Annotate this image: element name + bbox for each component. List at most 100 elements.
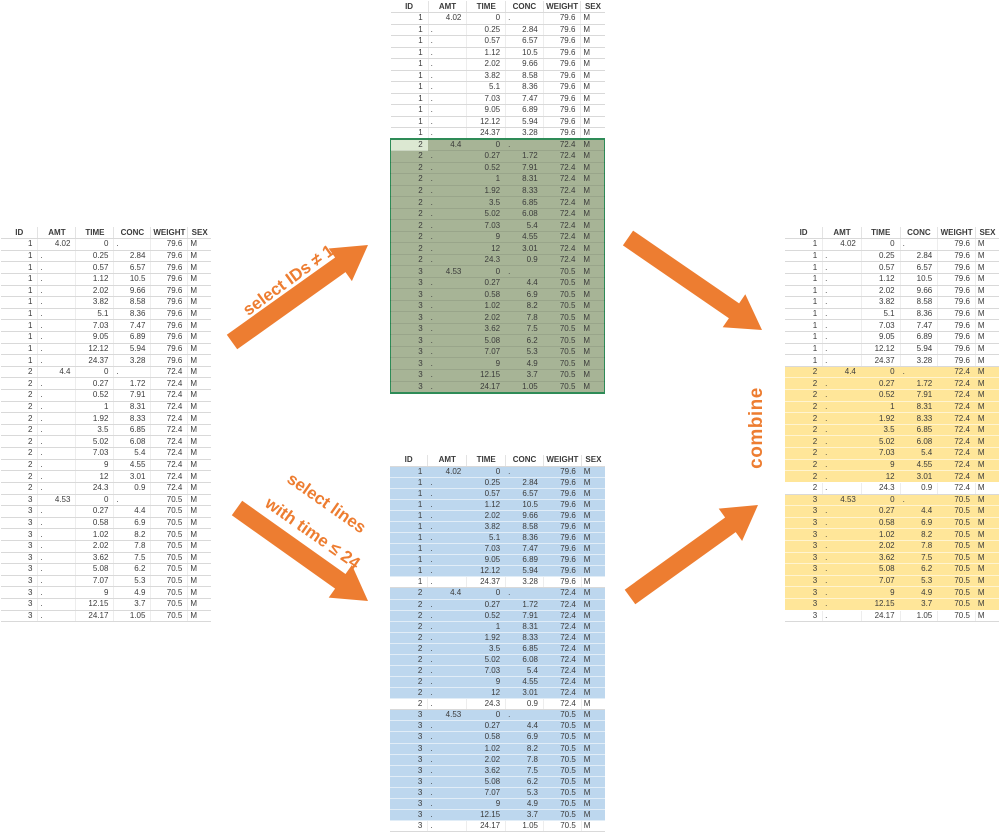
cell-sex: M: [580, 70, 605, 83]
cell-weight: 79.6: [150, 354, 189, 367]
cell-conc: 8.36: [113, 308, 152, 321]
cell-sex: M: [581, 632, 605, 644]
cell-sex: M: [187, 331, 211, 344]
cell-conc: .: [505, 12, 544, 25]
cell-sex: M: [187, 377, 211, 391]
cell-time: 0: [466, 709, 506, 722]
cell-sex: M: [580, 138, 605, 152]
cell-time: 12.15: [466, 809, 506, 822]
cell-amt: 4.02: [428, 12, 468, 25]
cell-id: 3: [390, 743, 428, 755]
cell-id: 2: [1, 377, 39, 391]
cell-weight: 79.6: [937, 273, 976, 286]
cell-time: 24.17: [75, 610, 115, 623]
cell-weight: 79.6: [150, 319, 189, 332]
cell-sex: M: [581, 521, 605, 534]
column-header-id: ID: [1, 227, 39, 240]
cell-id: 2: [1, 447, 39, 460]
cell-amt: .: [37, 412, 77, 425]
cell-weight: 79.6: [543, 477, 582, 489]
cell-amt: .: [37, 250, 77, 263]
cell-time: 7.03: [466, 93, 507, 106]
cell-sex: M: [581, 731, 605, 744]
cell-amt: 4.53: [37, 494, 77, 507]
cell-time: 0.27: [466, 277, 506, 290]
cell-time: 2.02: [466, 510, 506, 522]
cell-time: 12.12: [861, 343, 901, 356]
cell-amt: .: [428, 300, 467, 313]
cell-time: 3.62: [861, 552, 901, 565]
cell-id: 3: [785, 552, 823, 565]
cell-amt: .: [427, 776, 467, 788]
cell-conc: 3.01: [113, 470, 152, 483]
arrow-select-time-icon: [231, 500, 368, 601]
cell-time: 9: [466, 676, 506, 689]
cell-id: 2: [390, 632, 428, 644]
cell-weight: 70.5: [543, 323, 581, 336]
cell-id: 3: [1, 610, 39, 623]
cell-sex: M: [580, 173, 605, 186]
cell-amt: 4.53: [822, 494, 862, 507]
cell-id: 3: [1, 598, 39, 611]
column-header-weight: WEIGHT: [150, 227, 189, 240]
cell-sex: M: [975, 470, 999, 483]
cell-id: 3: [1, 563, 39, 576]
cell-amt: .: [822, 412, 862, 425]
cell-conc: 2.84: [505, 24, 544, 37]
cell-amt: 4.4: [822, 366, 862, 379]
cell-time: 9: [861, 459, 901, 472]
cell-id: 2: [390, 698, 429, 711]
cell-time: 0.52: [466, 610, 506, 622]
cell-sex: M: [975, 285, 999, 298]
cell-weight: 72.4: [543, 687, 582, 700]
cell-amt: .: [822, 459, 862, 472]
cell-conc: 7.47: [900, 319, 939, 332]
cell-sex: M: [580, 208, 605, 221]
cell-conc: 8.58: [505, 70, 544, 83]
cell-sex: M: [581, 743, 605, 755]
cell-sex: M: [975, 563, 999, 576]
cell-time: 2.02: [861, 285, 901, 298]
cell-conc: .: [113, 494, 152, 507]
cell-sex: M: [187, 459, 211, 472]
cell-sex: M: [975, 273, 999, 286]
cell-id: 3: [390, 381, 429, 394]
cell-id: 2: [1, 401, 39, 414]
cell-amt: .: [822, 331, 862, 344]
arrow-combine-bottom-icon: [624, 505, 758, 605]
cell-conc: 4.9: [505, 357, 544, 370]
cell-sex: M: [187, 528, 211, 541]
cell-time: 12.12: [466, 565, 506, 578]
cell-sex: M: [581, 687, 605, 700]
cell-id: 2: [390, 643, 428, 655]
cell-conc: 8.33: [505, 185, 544, 198]
cell-weight: 72.4: [937, 366, 976, 379]
cell-amt: .: [428, 127, 468, 140]
cell-id: 2: [785, 447, 823, 460]
cell-sex: M: [187, 343, 211, 356]
column-header-amt: AMT: [428, 1, 468, 13]
cell-id: 3: [390, 820, 429, 833]
cell-amt: .: [37, 261, 77, 274]
cell-conc: 5.94: [505, 565, 544, 578]
cell-amt: 4.02: [822, 238, 862, 251]
cell-weight: 72.4: [937, 470, 976, 483]
cell-amt: .: [427, 687, 467, 700]
cell-id: 1: [390, 12, 429, 25]
cell-sex: M: [975, 296, 999, 309]
cell-amt: .: [822, 354, 862, 367]
cell-amt: .: [822, 285, 862, 298]
